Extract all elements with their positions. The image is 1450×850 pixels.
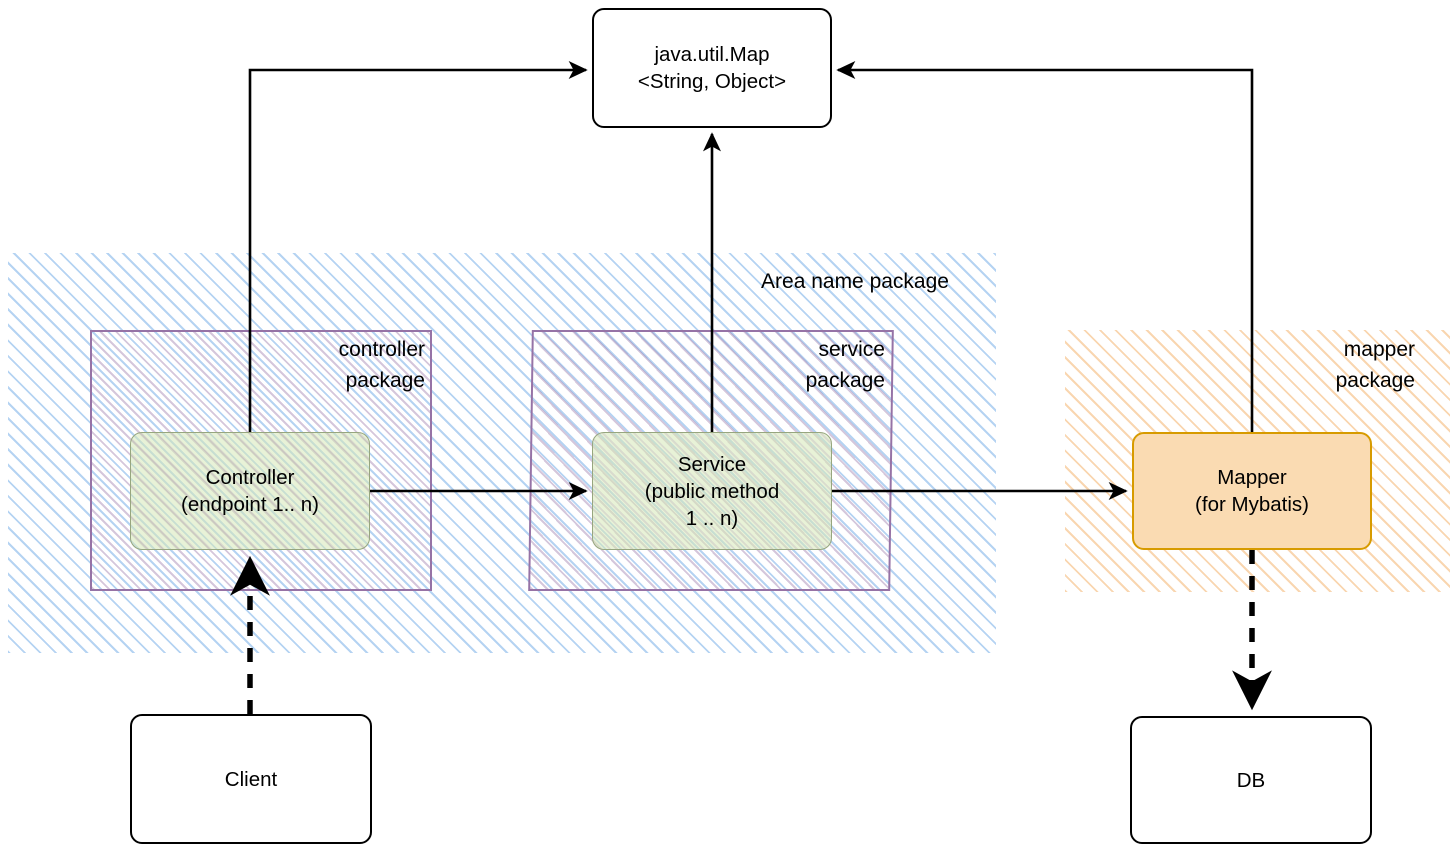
node-client[interactable]: Client — [130, 714, 372, 844]
controller-package-label: controller package — [338, 338, 425, 392]
node-controller[interactable]: Controller (endpoint 1.. n) — [130, 432, 370, 550]
node-java-util-map[interactable]: java.util.Map <String, Object> — [592, 8, 832, 128]
area-name-package-label: Area name package — [761, 270, 949, 293]
service-package-label: service package — [805, 338, 885, 392]
mapper-package-label: mapper package — [1335, 338, 1415, 392]
node-db[interactable]: DB — [1130, 716, 1372, 844]
node-mapper[interactable]: Mapper (for Mybatis) — [1132, 432, 1372, 550]
node-service[interactable]: Service (public method 1 .. n) — [592, 432, 832, 550]
